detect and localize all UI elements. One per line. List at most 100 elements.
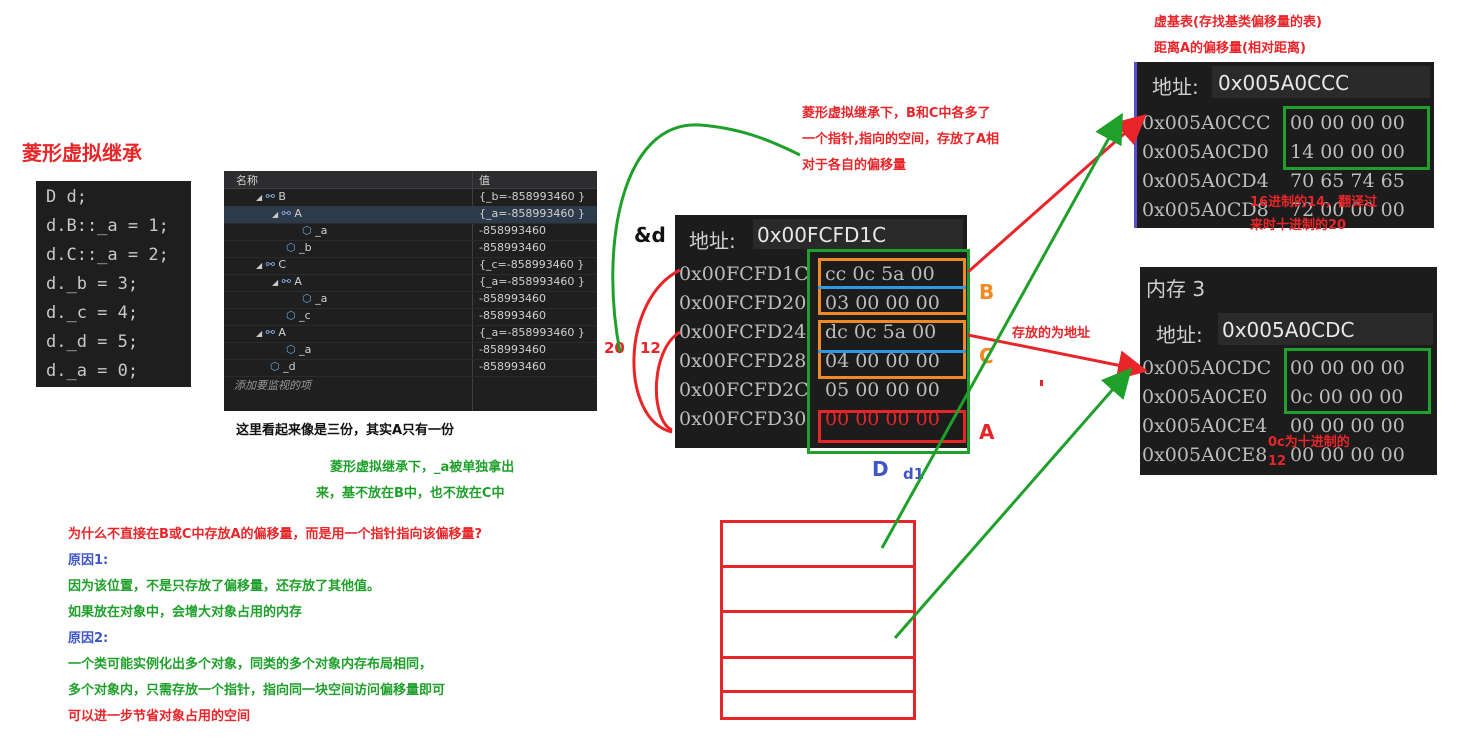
label-B: B (979, 280, 995, 304)
class-icon: ⚯ (265, 258, 275, 271)
class-icon: ⚯ (281, 207, 291, 220)
address-input[interactable]: 0x00FCFD1C (753, 219, 963, 249)
memory-window-bottom: 内存 3 地址: 0x005A0CDC 0x005A0CDC 0x005A0CE… (1140, 267, 1437, 475)
watch-row[interactable]: ⬡ _a -858993460 (224, 291, 597, 309)
red-arrow-C-to-vbtable (967, 333, 1148, 380)
reason1-title: 原因1: (68, 553, 109, 568)
memory-bytes: 05 00 00 00 (825, 379, 940, 401)
memory-bytes: 00 00 00 00 (825, 408, 940, 430)
note-ptr-line: 一个指针,指向的空间，存放了A相 (802, 132, 999, 147)
collapse-triangle-icon[interactable]: ◢ (256, 329, 263, 338)
collapse-triangle-icon[interactable]: ◢ (272, 210, 279, 219)
red-bracket-12 (655, 330, 681, 432)
offset-highlight-bottom (1284, 348, 1431, 414)
note-green-line: 来，基不放在B中，也不放在C中 (316, 486, 505, 501)
memory-row-address: 0x005A0CDC (1142, 357, 1272, 379)
address-value: 0x00FCFD1C (757, 223, 887, 247)
collapse-triangle-icon[interactable]: ◢ (256, 193, 263, 202)
watch-add-item-row[interactable]: 添加要监视的项 (224, 376, 597, 393)
label-D: D (872, 457, 889, 481)
memory-row-address: 0x005A0CCC (1142, 112, 1271, 134)
bottom-note-line: 12 (1268, 454, 1287, 469)
memory-window-title: 内存 3 (1146, 277, 1206, 301)
memory-row-address: 0x005A0CE8 (1142, 444, 1268, 466)
code-line: d.B::_a = 1; (46, 216, 169, 236)
watch-row[interactable]: ⬡ _c -858993460 (224, 308, 597, 326)
watch-add-item[interactable]: 添加要监视的项 (234, 379, 311, 392)
memory-bytes: 00 00 00 00 (1290, 444, 1405, 466)
watch-row-value: {_a=-858993460 } (479, 275, 585, 288)
watch-row-name: C (278, 258, 287, 271)
note-ptr-line: 对于各自的偏移量 (802, 158, 907, 173)
watch-row[interactable]: ⬡ _a -858993460 (224, 223, 597, 241)
watch-row[interactable]: ◢ ⚯ A {_a=-858993460 } (224, 325, 597, 343)
watch-row-name: _c (299, 309, 311, 322)
watch-row[interactable]: ⬡ _d -858993460 (224, 359, 597, 377)
B-divider-line (818, 286, 966, 289)
vbtable-title-line: 虚基表(存找基类偏移量的表) (1154, 15, 1322, 30)
code-line: d.C::_a = 2; (46, 245, 169, 265)
object-d-outline (807, 249, 970, 454)
memory-row-address: 0x005A0CE4 (1142, 415, 1268, 437)
code-line: D d; (46, 187, 87, 207)
reason2-line: 多个对象内，只需存放一个指针，指向同一块空间访问偏移量即可 (68, 683, 446, 698)
memory-bytes: 00 00 00 00 (1290, 112, 1405, 134)
top-note-line: 来时十进制的20 (1250, 218, 1347, 233)
watch-row[interactable]: ◢ ⚯ A {_a=-858993460 } (224, 274, 597, 292)
code-line: d._a = 0; (46, 361, 139, 381)
watch-header: 名称 值 (224, 171, 597, 189)
address-input[interactable]: 0x005A0CCC (1212, 66, 1430, 98)
collapse-triangle-icon[interactable]: ◢ (256, 261, 263, 270)
watch-row-name: _a (315, 292, 328, 305)
stack-divider (720, 565, 916, 568)
memory-row: 0x00FCFD20 (679, 292, 807, 314)
watch-row[interactable]: ⬡ _b -858993460 (224, 240, 597, 258)
watch-row[interactable]: ◢ ⚯ C {_c=-858993460 } (224, 257, 597, 275)
bottom-note-line: 0c为十进制的 (1268, 435, 1350, 450)
memory-row: 0x00FCFD1C (679, 263, 809, 285)
memory-bytes: 00 00 00 00 (1290, 415, 1405, 437)
address-label: 地址: (1152, 75, 1199, 99)
address-input[interactable]: 0x005A0CDC (1218, 313, 1433, 345)
C-region-outline (818, 320, 966, 379)
top-note-line: 16进制的14，翻译过 (1250, 195, 1378, 210)
memory-row-address: 0x005A0CD4 (1142, 170, 1269, 192)
memory-bytes: dc 0c 5a 00 (825, 321, 937, 343)
address-label: 地址: (1156, 323, 1203, 347)
watch-row-value: {_c=-858993460 } (479, 258, 585, 271)
note-ptr-line: 菱形虚拟继承下，B和C中各多了 (802, 106, 991, 121)
watch-row-value: {_b=-858993460 } (479, 190, 586, 203)
reason2-line: 一个类可能实例化出多个对象，同类的多个对象内存布局相同， (68, 657, 433, 672)
red-dot (1040, 380, 1043, 386)
memory-row-address: 0x005A0CE0 (1142, 386, 1268, 408)
memory-row: 0x00FCFD30 (679, 408, 807, 430)
watch-row-value: -858993460 (479, 343, 546, 356)
green-arrow-stack-to-top (880, 112, 1123, 549)
field-icon: ⬡ (270, 360, 280, 373)
watch-col-name: 名称 (236, 174, 258, 187)
class-icon: ⚯ (281, 275, 291, 288)
question-text: 为什么不直接在B或C中存放A的偏移量，而是用一个指针指向该偏移量? (68, 527, 483, 542)
memory-bytes: 0c 00 00 00 (1290, 386, 1404, 408)
reason1-line: 如果放在对象中，会增大对象占用的内存 (68, 605, 303, 620)
label-A: A (979, 420, 995, 444)
watch-row[interactable]: ⬡ _a -858993460 (224, 342, 597, 360)
memory-row: 0x00FCFD28 (679, 350, 807, 372)
object-stack-box (720, 520, 916, 720)
field-icon: ⬡ (286, 241, 296, 254)
watch-row[interactable]: ◢ ⚯ A {_a=-858993460 } (224, 206, 597, 224)
watch-row-name: A (294, 275, 302, 288)
memory-bytes: 70 65 74 65 (1290, 170, 1405, 192)
watch-row-name: A (278, 326, 286, 339)
stack-divider (720, 610, 916, 613)
watch-row-value: -858993460 (479, 360, 546, 373)
watch-row-value: -858993460 (479, 224, 546, 237)
collapse-triangle-icon[interactable]: ◢ (272, 278, 279, 287)
note-green-line: 菱形虚拟继承下，_a被单独拿出 (330, 460, 515, 475)
watch-window: 名称 值 ◢ ⚯ B {_b=-858993460 } ◢ ⚯ A {_a=-8… (224, 171, 597, 411)
watch-col-value: 值 (479, 174, 490, 187)
watch-row-value: -858993460 (479, 309, 546, 322)
A-region-outline (818, 410, 966, 443)
memory-bytes: 04 00 00 00 (825, 350, 940, 372)
